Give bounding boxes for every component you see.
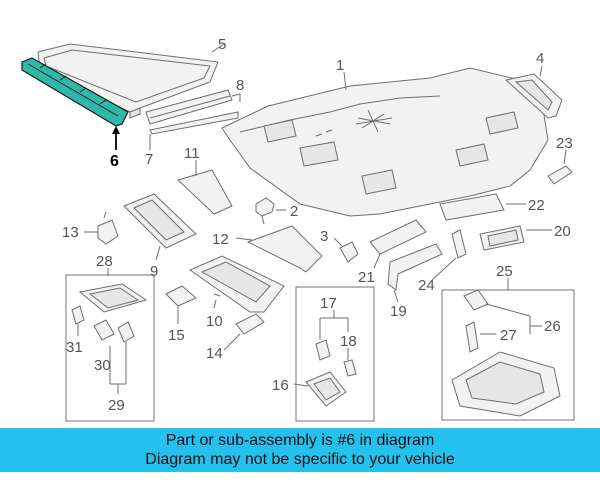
callout-18: 18	[340, 333, 357, 350]
callout-29: 29	[108, 397, 125, 414]
callout-11: 11	[184, 145, 200, 162]
banner-line-2: Diagram may not be specific to your vehi…	[145, 451, 455, 468]
group-box-28	[65, 274, 155, 422]
part-10-sun-visor[interactable]	[188, 255, 285, 313]
group-box-16	[295, 286, 375, 422]
part-31-bulb[interactable]	[71, 305, 85, 325]
callout-8: 8	[236, 77, 244, 94]
banner-line-1: Part or sub-assembly is #6 in diagram	[165, 432, 435, 449]
callout-9: 9	[150, 263, 158, 280]
callout-2: 2	[290, 203, 298, 220]
part-25-map-lamp[interactable]	[451, 351, 561, 417]
callout-4: 4	[536, 50, 544, 67]
callout-12: 12	[212, 231, 229, 248]
part-13-hook[interactable]	[97, 211, 119, 245]
part-20-handle[interactable]	[479, 225, 525, 251]
callout-16: 16	[272, 377, 289, 394]
callout-3: 3	[320, 228, 328, 245]
part-17-socket[interactable]	[315, 339, 331, 361]
part-24-connector[interactable]	[451, 229, 467, 259]
part-30-lamp[interactable]	[93, 319, 135, 343]
callout-15: 15	[168, 327, 185, 344]
part-6-seal-strip[interactable]	[21, 57, 129, 127]
part-26-switch[interactable]	[463, 289, 489, 311]
part-1-headliner[interactable]	[221, 67, 549, 217]
callout-10: 10	[206, 313, 223, 330]
part-11-visor[interactable]	[177, 169, 233, 215]
part-12-panel[interactable]	[246, 225, 323, 273]
part-2-clip[interactable]	[255, 197, 275, 225]
part-23-lens[interactable]	[547, 165, 573, 185]
part-15-handle[interactable]	[165, 285, 197, 307]
callout-20: 20	[554, 223, 571, 240]
callout-19: 19	[390, 303, 407, 320]
part-14-switch[interactable]	[235, 313, 265, 335]
callout-17: 17	[320, 295, 337, 312]
callout-7: 7	[145, 151, 153, 168]
callout-26: 26	[544, 318, 561, 335]
callout-6: 6	[110, 153, 119, 170]
callout-25: 25	[496, 263, 513, 280]
part-9-vanity-mirror[interactable]	[123, 193, 197, 249]
part-21-bracket[interactable]	[369, 219, 427, 255]
part-3-bracket[interactable]	[339, 241, 359, 263]
callout-21: 21	[358, 269, 375, 286]
part-19-grab-handle[interactable]	[387, 243, 443, 291]
callout-24: 24	[418, 277, 435, 294]
part-18-bulb[interactable]	[343, 359, 357, 377]
part-27-bulb[interactable]	[465, 321, 479, 353]
part-4-dome-lamp[interactable]	[504, 73, 563, 119]
callout-27: 27	[500, 327, 517, 344]
callout-22: 22	[528, 197, 545, 214]
callout-1: 1	[336, 57, 344, 74]
part-22-console[interactable]	[439, 193, 505, 221]
callout-30: 30	[94, 357, 111, 374]
callout-28: 28	[96, 253, 113, 270]
callout-5: 5	[218, 36, 226, 53]
part-28-overhead-console[interactable]	[78, 283, 148, 313]
part-7-trim-strip[interactable]	[149, 111, 239, 135]
info-banner: Part or sub-assembly is #6 in diagram Di…	[0, 428, 600, 472]
callout-13: 13	[62, 224, 79, 241]
callout-23: 23	[556, 135, 573, 152]
callout-14: 14	[206, 345, 223, 362]
callout-31: 31	[66, 339, 83, 356]
part-16-lamp-housing[interactable]	[305, 371, 347, 407]
part-8-trim-strip[interactable]	[145, 89, 233, 125]
